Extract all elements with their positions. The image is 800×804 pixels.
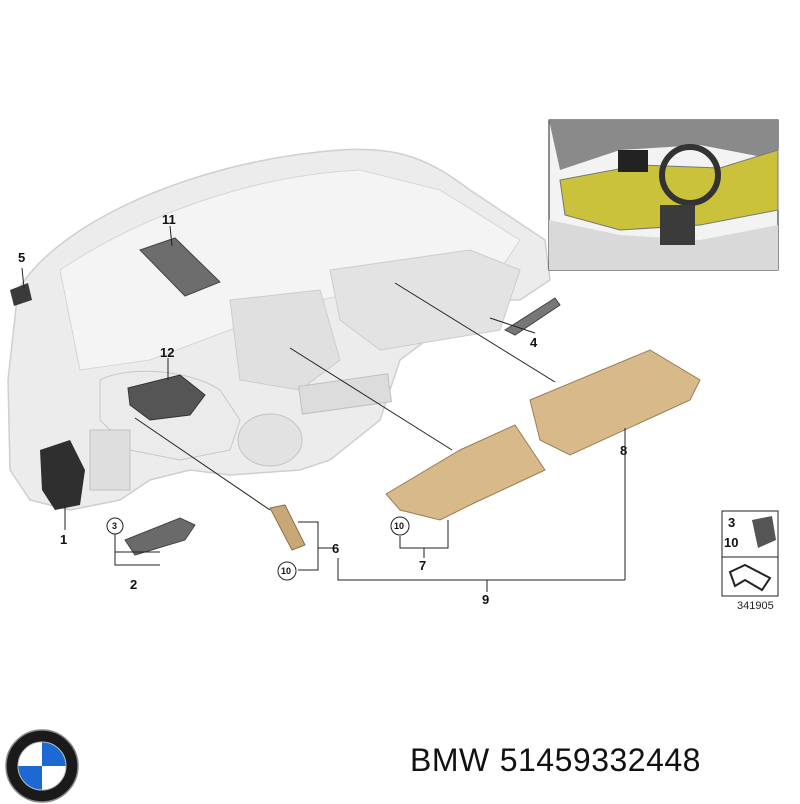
callout-7: 7 (419, 558, 426, 573)
callout-8: 8 (620, 443, 627, 458)
legend-label-10: 10 (724, 535, 738, 550)
callout-12: 12 (160, 345, 174, 360)
callout-5: 5 (18, 250, 25, 265)
leader-lines (21, 225, 626, 592)
part-2-trim (124, 517, 196, 556)
part-6-strip (269, 504, 306, 551)
bmw-logo (5, 729, 79, 803)
part-4-bracket (503, 297, 561, 336)
callout-11: 11 (162, 212, 176, 227)
callout-10-left: 10 (281, 566, 291, 576)
callout-6: 6 (332, 541, 339, 556)
callout-10-right: 10 (394, 521, 404, 531)
brand-name: BMW (410, 742, 490, 778)
callout-4: 4 (530, 335, 538, 350)
callout-2: 2 (130, 577, 137, 592)
part-number: 51459332448 (499, 742, 701, 778)
callout-3: 3 (112, 521, 117, 531)
callout-1: 1 (60, 532, 67, 547)
legend-label-3: 3 (728, 515, 735, 530)
trim-panel-8 (529, 349, 701, 456)
interior-photo-inset (548, 119, 779, 271)
dashboard-illustration (7, 148, 551, 511)
callout-9: 9 (482, 592, 489, 607)
fastener-legend-box: 3 10 (721, 510, 779, 597)
diagram-reference-number: 341905 (737, 600, 774, 612)
trim-panel-7 (385, 424, 546, 521)
